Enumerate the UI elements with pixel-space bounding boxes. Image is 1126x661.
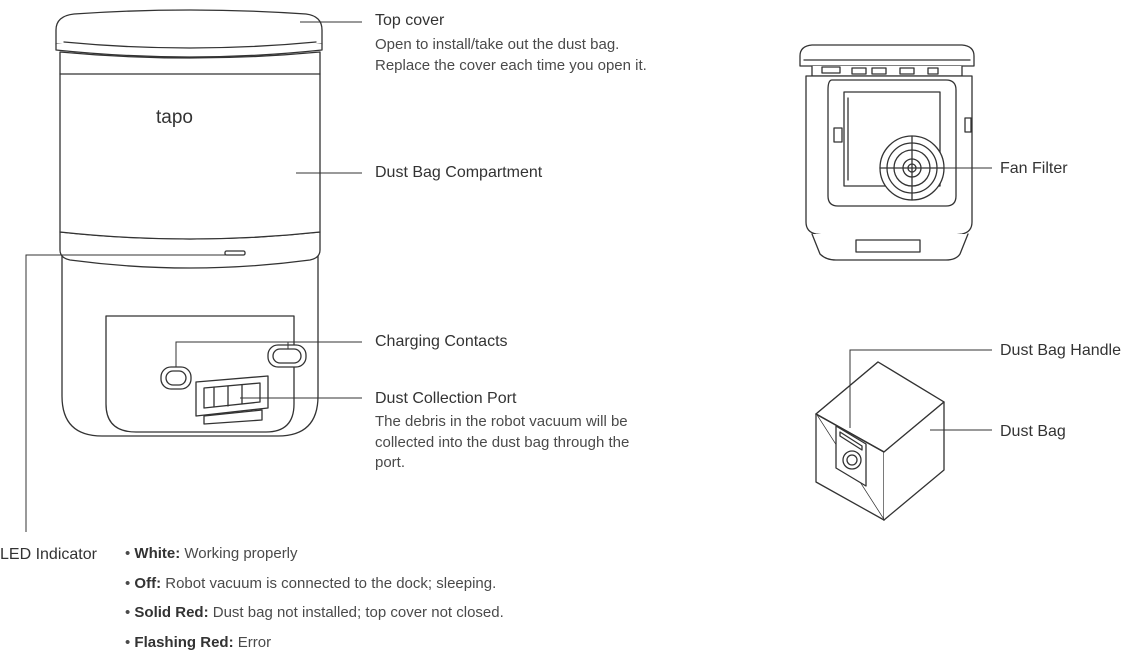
led-state-item: • Off: Robot vacuum is connected to the … — [125, 573, 504, 603]
top-cover-description: Open to install/take out the dust bag. R… — [375, 35, 647, 76]
label-dust-collection-port: Dust Collection Port — [375, 390, 516, 408]
label-charging-contacts: Charging Contacts — [375, 333, 508, 351]
led-state-name: White: — [134, 545, 180, 562]
led-state-item: • White: Working properly — [125, 543, 504, 573]
led-state-meaning: Robot vacuum is connected to the dock; s… — [161, 575, 496, 592]
tapo-logo: tapo — [156, 107, 193, 128]
led-state-item: • Solid Red: Dust bag not installed; top… — [125, 602, 504, 632]
led-state-name: Off: — [134, 575, 161, 592]
dock-illustration — [56, 10, 322, 436]
label-dust-bag-handle: Dust Bag Handle — [1000, 342, 1121, 360]
led-state-meaning: Error — [234, 634, 272, 651]
led-state-meaning: Dust bag not installed; top cover not cl… — [209, 604, 504, 621]
label-dust-bag: Dust Bag — [1000, 423, 1066, 441]
top-cover-desc-line: Replace the cover each time you open it. — [375, 56, 647, 77]
top-cover-desc-line: Open to install/take out the dust bag. — [375, 35, 647, 56]
label-dust-bag-compartment: Dust Bag Compartment — [375, 164, 542, 182]
dust-bag-illustration — [816, 362, 944, 520]
led-state-meaning: Working properly — [180, 545, 297, 562]
led-state-name: Solid Red: — [134, 604, 208, 621]
port-desc-line: The debris in the robot vacuum will be — [375, 412, 629, 433]
led-state-item: • Flashing Red: Error — [125, 632, 504, 661]
label-fan-filter: Fan Filter — [1000, 160, 1068, 178]
open-dock-illustration — [800, 45, 974, 260]
led-state-list: • White: Working properly • Off: Robot v… — [125, 543, 504, 661]
port-desc-line: port. — [375, 453, 629, 474]
label-led-indicator: LED Indicator — [0, 546, 97, 564]
port-description: The debris in the robot vacuum will be c… — [375, 412, 629, 474]
led-state-name: Flashing Red: — [134, 634, 233, 651]
label-top-cover: Top cover — [375, 12, 444, 30]
port-desc-line: collected into the dust bag through the — [375, 433, 629, 454]
